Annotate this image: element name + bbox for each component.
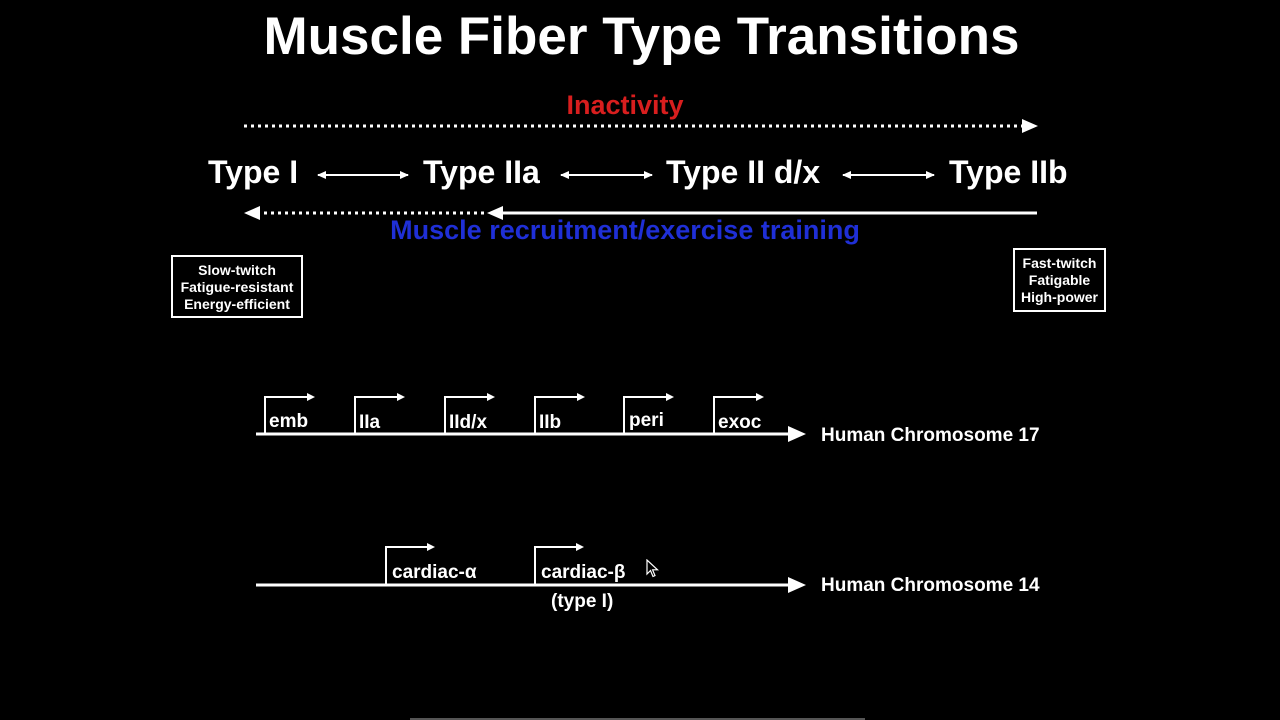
fast-twitch-box: Fast-twitch Fatigable High-power bbox=[1013, 248, 1106, 312]
fast-box-line: High-power bbox=[1021, 289, 1098, 305]
mouse-cursor-icon bbox=[646, 559, 660, 578]
slow-twitch-box: Slow-twitch Fatigue-resistant Energy-eff… bbox=[171, 255, 303, 318]
inactivity-label: Inactivity bbox=[566, 90, 684, 120]
gene-label-peri: peri bbox=[629, 410, 664, 431]
slow-box-line: Fatigue-resistant bbox=[180, 279, 294, 295]
slow-box-line: Energy-efficient bbox=[184, 296, 290, 312]
chromosome-17-label: Human Chromosome 17 bbox=[821, 425, 1040, 446]
recruitment-arrowhead-end bbox=[244, 206, 260, 220]
inactivity-arrowhead bbox=[1022, 119, 1038, 133]
chromosome-14-label: Human Chromosome 14 bbox=[821, 575, 1040, 596]
chr14-promoters bbox=[385, 546, 577, 584]
fiber-type-2a: Type IIa bbox=[423, 154, 540, 190]
recruitment-label: Muscle recruitment/exercise training bbox=[390, 215, 860, 245]
gene-label-iidx: IId/x bbox=[449, 412, 488, 433]
fast-box-line: Fatigable bbox=[1028, 272, 1091, 288]
fiber-type-2b: Type IIb bbox=[949, 154, 1068, 190]
type-i-note: (type I) bbox=[551, 591, 614, 612]
gene-label-exoc: exoc bbox=[718, 412, 762, 433]
gene-label-iib: IIb bbox=[539, 412, 562, 433]
gene-label-cardiac-alpha: cardiac-α bbox=[392, 562, 477, 583]
fast-box-line: Fast-twitch bbox=[1022, 255, 1097, 271]
fiber-type-1: Type I bbox=[208, 154, 299, 190]
gene-label-iia: IIa bbox=[359, 412, 381, 433]
chromosome-17-arrowhead bbox=[788, 426, 806, 442]
slow-box-line: Slow-twitch bbox=[198, 262, 276, 278]
page-title: Muscle Fiber Type Transitions bbox=[263, 7, 1020, 66]
recruitment-arrowhead-mid bbox=[487, 206, 503, 220]
gene-label-cardiac-beta: cardiac-β bbox=[541, 562, 626, 583]
chromosome-14-arrowhead bbox=[788, 577, 806, 593]
fiber-type-2dx: Type II d/x bbox=[666, 154, 821, 190]
chr17-promoters bbox=[264, 396, 757, 433]
gene-label-emb: emb bbox=[269, 411, 309, 432]
